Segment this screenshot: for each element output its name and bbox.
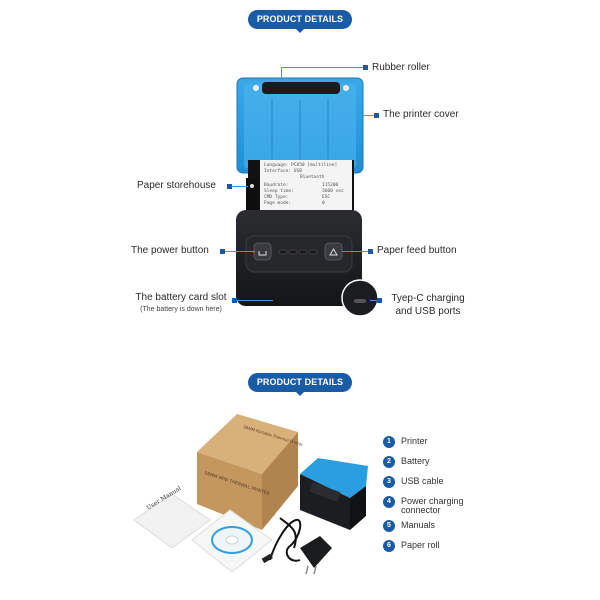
svg-text:Interface: USB: Interface: USB <box>264 168 302 174</box>
item-label: Printer <box>401 436 428 446</box>
number-badge: 1 <box>383 436 395 448</box>
svg-text:Baudrate:: Baudrate: <box>264 182 288 188</box>
product-details-badge-top: PRODUCT DETAILS <box>248 10 352 33</box>
power-button-label: The power button <box>131 245 209 256</box>
list-item-battery: 2 Battery <box>383 456 430 468</box>
item-label: Power charging connector <box>401 496 464 515</box>
svg-text:Bluetooth: Bluetooth <box>300 174 325 180</box>
svg-text:Language: PC850 [multiline]: Language: PC850 [multiline] <box>264 162 337 168</box>
number-badge: 3 <box>383 476 395 488</box>
number-badge: 5 <box>383 520 395 532</box>
battery-slot-label: The battery card slot <box>135 292 227 303</box>
paper-storehouse-label: Paper storehouse <box>137 180 216 191</box>
list-item-paper-roll: 6 Paper roll <box>383 540 440 552</box>
battery-slot-marker <box>232 298 237 303</box>
item-label: USB cable <box>401 476 444 486</box>
list-item-power-connector: 4 Power charging connector <box>383 496 473 515</box>
power-button-marker <box>220 249 225 254</box>
rubber-roller-marker <box>363 65 368 70</box>
battery-slot-line <box>237 300 273 301</box>
paper-feed-label: Paper feed button <box>377 245 457 256</box>
rubber-roller-line <box>281 67 363 68</box>
svg-text:0: 0 <box>322 200 325 206</box>
svg-text:Sleep time:: Sleep time: <box>264 188 294 194</box>
svg-text:3600 sec: 3600 sec <box>322 188 344 194</box>
printer-cover-line <box>362 115 374 116</box>
paper-storehouse-marker <box>227 184 232 189</box>
paper-feed-line <box>342 251 368 252</box>
power-button-line <box>225 251 255 252</box>
typec-label-line1: Tyep-C charging <box>391 293 465 304</box>
printer-open-image: Language: PC850 [multiline] Interface: U… <box>236 77 379 317</box>
typec-label-line2: and USB ports <box>395 306 461 317</box>
number-badge: 2 <box>383 456 395 468</box>
svg-text:ESC: ESC <box>322 194 330 200</box>
list-item-usb-cable: 3 USB cable <box>383 476 444 488</box>
paper-storehouse-line <box>232 186 248 187</box>
printer-cover-label: The printer cover <box>383 109 459 120</box>
item-label: Paper roll <box>401 540 440 550</box>
paper-feed-marker <box>368 249 373 254</box>
svg-text:CMD Type:: CMD Type: <box>264 194 288 200</box>
number-badge: 4 <box>383 496 395 508</box>
printer-cover-marker <box>374 113 379 118</box>
item-label: Battery <box>401 456 430 466</box>
typec-line <box>370 300 377 301</box>
svg-text:115200: 115200 <box>322 182 339 188</box>
list-item-manuals: 5 Manuals <box>383 520 435 532</box>
product-details-badge-bottom: PRODUCT DETAILS <box>248 373 352 396</box>
rubber-roller-line-v <box>281 67 282 81</box>
item-label: Manuals <box>401 520 436 530</box>
package-contents-image: 58MM MINI THERMAL PRINTER 58MM Portable … <box>133 414 368 575</box>
rubber-roller-label: Rubber roller <box>372 62 430 73</box>
svg-text:Page mode:: Page mode: <box>264 200 291 206</box>
battery-note-label: (The battery is down here) <box>140 306 222 313</box>
list-item-printer: 1 Printer <box>383 436 428 448</box>
number-badge: 6 <box>383 540 395 552</box>
typec-marker <box>377 298 382 303</box>
